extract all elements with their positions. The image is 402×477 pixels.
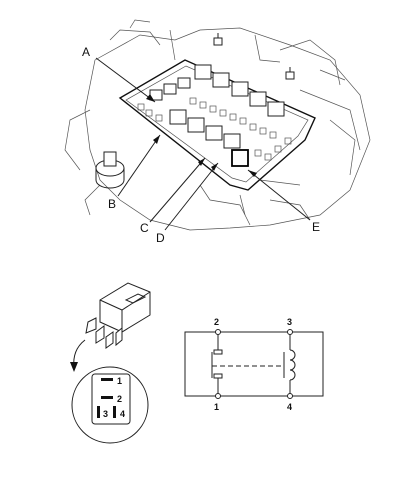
callout-c: C bbox=[140, 221, 149, 235]
reservoir-cap-icon bbox=[95, 151, 125, 189]
arrow-icon bbox=[146, 94, 257, 177]
callout-e: E bbox=[312, 220, 320, 234]
callout-d: D bbox=[156, 231, 165, 245]
arrow-down-icon bbox=[70, 362, 78, 372]
schematic-terminal-2: 2 bbox=[214, 317, 219, 327]
connector-pin-1: 1 bbox=[117, 376, 122, 386]
bolt-icon bbox=[285, 67, 295, 80]
connector-pin-2: 2 bbox=[117, 394, 122, 404]
schematic-terminal-3: 3 bbox=[287, 317, 292, 327]
bolt-icon bbox=[213, 33, 223, 46]
connector-pin-3: 3 bbox=[103, 409, 108, 419]
callout-b: B bbox=[108, 197, 116, 211]
callout-a: A bbox=[82, 45, 90, 59]
schematic-terminal-4: 4 bbox=[287, 402, 292, 412]
relay-schematic: 2 3 1 4 bbox=[184, 317, 324, 412]
relay-box bbox=[118, 59, 316, 191]
connector-pin-4: 4 bbox=[120, 409, 125, 419]
schematic-terminal-1: 1 bbox=[214, 402, 219, 412]
connector-face-view: 1 2 3 4 bbox=[71, 366, 149, 444]
engine-bay-illustration: A B C D E bbox=[64, 19, 371, 245]
relay-illustration bbox=[70, 282, 151, 372]
